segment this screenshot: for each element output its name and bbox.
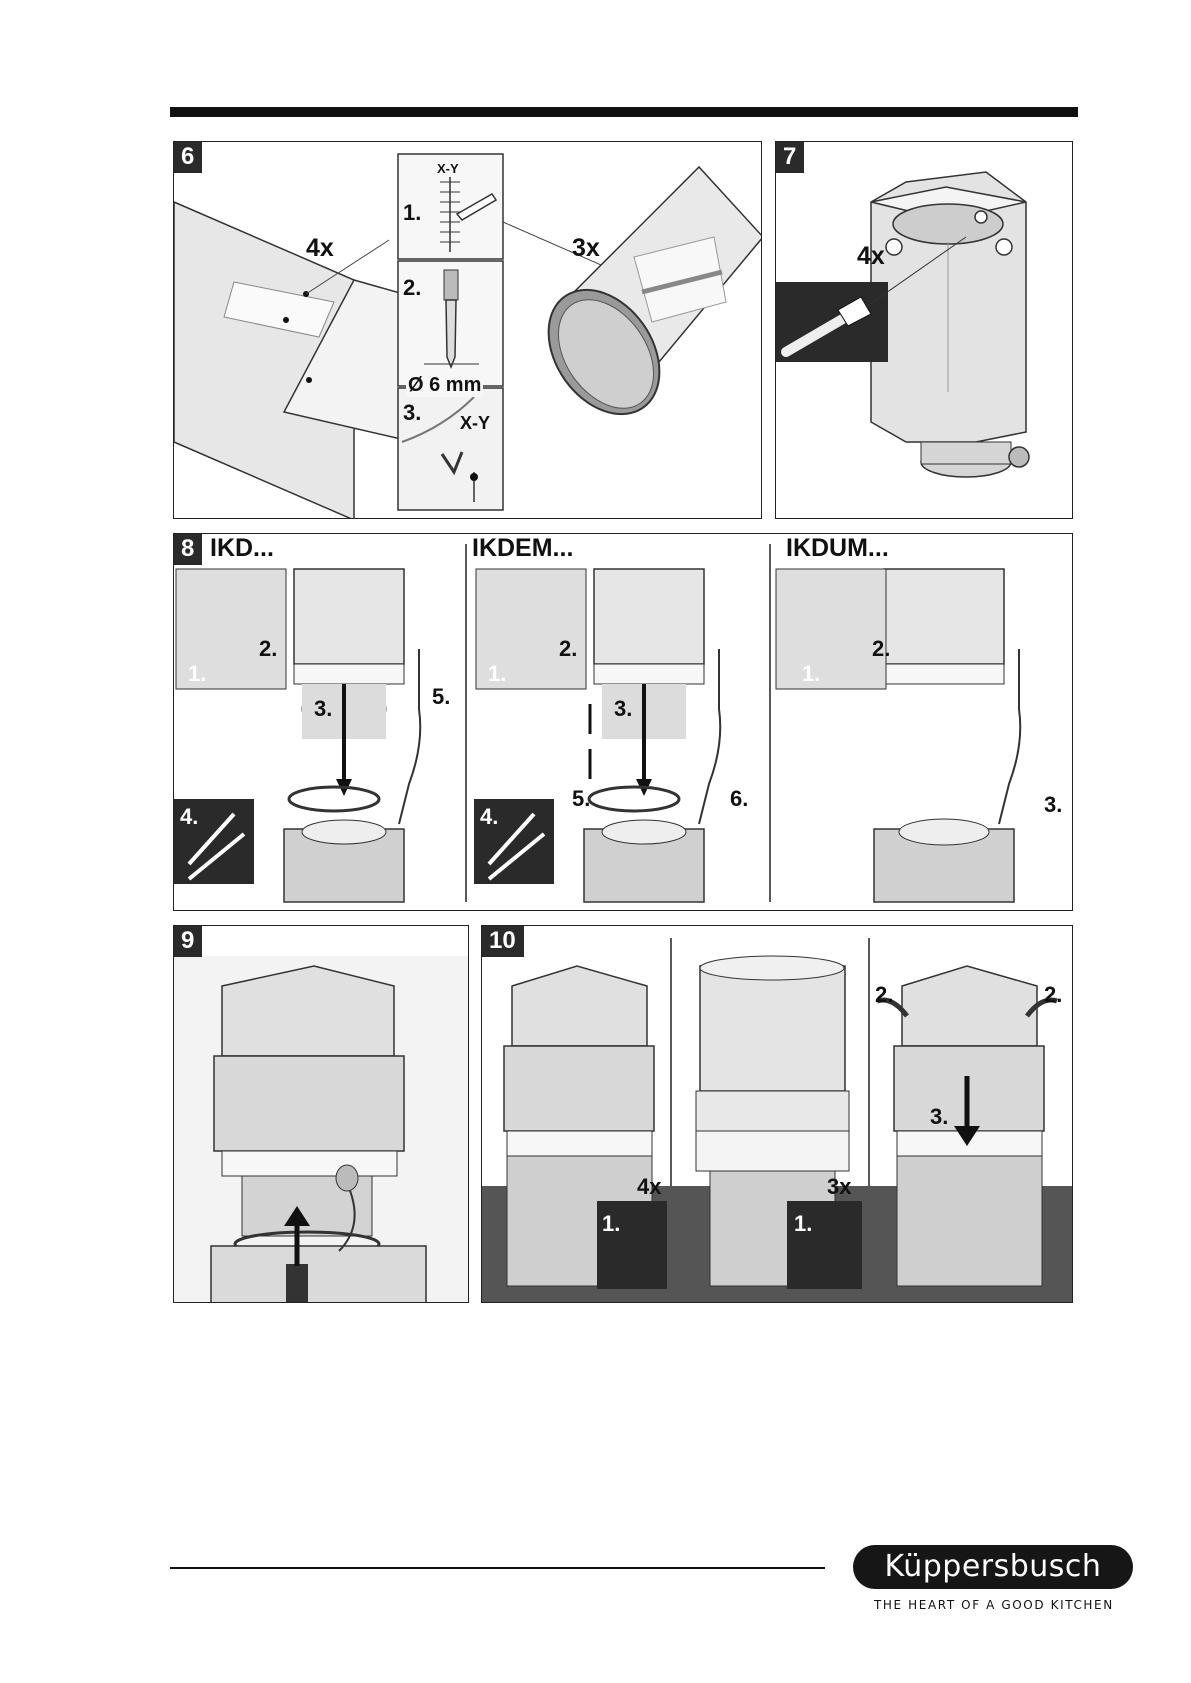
- ikd-step-5: 5.: [432, 684, 450, 710]
- ikd-step-4: 4.: [180, 804, 198, 830]
- screw-count-4x: 4x: [637, 1174, 661, 1200]
- drill-size-label: Ø 6 mm: [406, 374, 483, 397]
- mark-label: X-Y: [437, 161, 459, 176]
- step-2-label-right: 2.: [1044, 982, 1062, 1008]
- step-2-label-left: 2.: [875, 982, 893, 1008]
- screw-count-right: 3x: [572, 234, 600, 263]
- figure-number: 7: [776, 142, 804, 173]
- ikdem-step-4: 4.: [480, 804, 498, 830]
- footer-rule: [170, 1567, 825, 1569]
- figure-6-illustration: [174, 142, 762, 519]
- figure-8: 8: [173, 533, 1073, 911]
- figure-number: 8: [174, 534, 202, 565]
- variant-ikd-label: IKD...: [210, 534, 274, 563]
- figure-10-illustration: [482, 926, 1073, 1303]
- ikdum-step-1: 1.: [802, 661, 820, 687]
- screw-count-3x: 3x: [827, 1174, 851, 1200]
- ikdem-step-1: 1.: [488, 661, 506, 687]
- step-1-label: 1.: [403, 200, 421, 226]
- figure-10: 10 4x 3x 1. 1. 2. 2. 3.: [481, 925, 1073, 1303]
- figure-7-illustration: [776, 142, 1073, 519]
- step-1-label-a: 1.: [602, 1211, 620, 1237]
- figure-8-illustration: [174, 534, 1073, 911]
- figure-number: 10: [482, 926, 524, 957]
- ikd-step-3: 3.: [314, 696, 332, 722]
- figure-number: 6: [174, 142, 202, 173]
- brand-tagline: THE HEART OF A GOOD KITCHEN: [874, 1598, 1114, 1612]
- figure-6: 6 4x 3x 1.: [173, 141, 762, 519]
- figure-number: 9: [174, 926, 202, 957]
- screw-count: 4x: [857, 242, 885, 271]
- screw-count-left: 4x: [306, 234, 334, 263]
- step-3-label: 3.: [930, 1104, 948, 1130]
- ikdem-step-2: 2.: [559, 636, 577, 662]
- step-2-label: 2.: [403, 275, 421, 301]
- step-1-label-b: 1.: [794, 1211, 812, 1237]
- figure-9: 9: [173, 925, 469, 1303]
- variant-ikdem-label: IKDEM...: [472, 534, 573, 563]
- ikdum-step-2: 2.: [872, 636, 890, 662]
- ikd-step-1: 1.: [188, 661, 206, 687]
- ikdem-step-5: 5.: [572, 786, 590, 812]
- ikdem-step-6: 6.: [730, 786, 748, 812]
- ikdum-step-3: 3.: [1044, 792, 1062, 818]
- step-3-label: 3.: [403, 400, 421, 426]
- mark-label-large: X-Y: [460, 413, 490, 434]
- ikd-step-2: 2.: [259, 636, 277, 662]
- variant-ikdum-label: IKDUM...: [786, 534, 889, 563]
- figure-7: 7 4x: [775, 141, 1073, 519]
- header-rule: [170, 107, 1078, 117]
- figure-9-illustration: [174, 926, 469, 1303]
- brand-logo: Küppersbusch: [853, 1545, 1133, 1589]
- ikdem-step-3: 3.: [614, 696, 632, 722]
